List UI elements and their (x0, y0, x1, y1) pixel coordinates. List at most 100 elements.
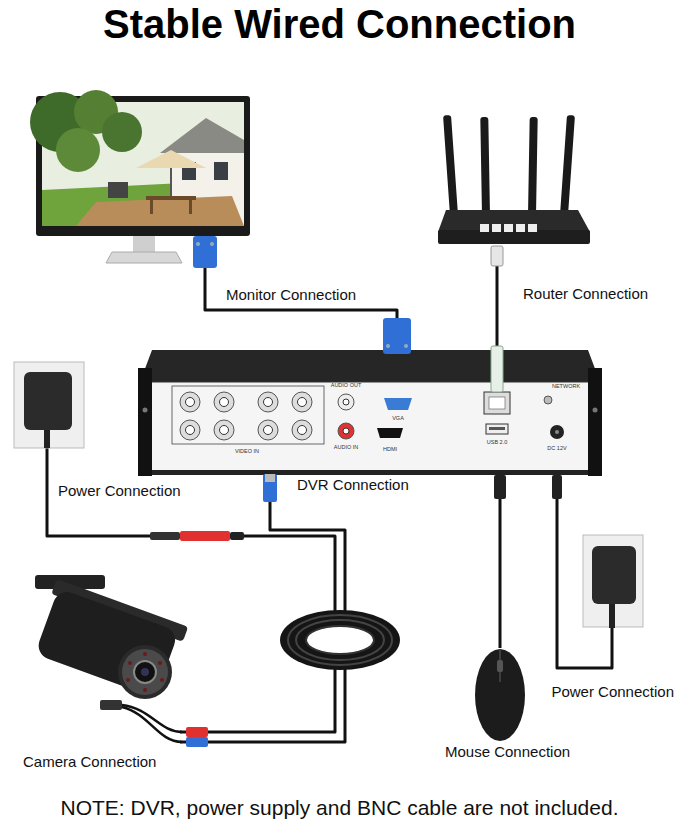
monitor (76, 196, 244, 226)
security-camera (126, 678, 130, 682)
diagram-title: Stable Wired Connection (0, 2, 679, 47)
monitor (193, 236, 217, 268)
dvr-recorder (484, 392, 510, 414)
dvr-recorder (555, 430, 559, 434)
security-camera (100, 700, 122, 710)
dvr-recorder (489, 397, 505, 409)
dvr-recorder (489, 427, 505, 430)
monitor (30, 90, 250, 268)
cable-plug (552, 475, 562, 499)
router (438, 210, 590, 232)
dvr-recorder (138, 368, 152, 476)
power-adapter (592, 546, 636, 604)
device-label: Camera Connection (23, 753, 156, 770)
dvr-recorder (550, 425, 564, 439)
bnc-port (298, 398, 307, 407)
security-camera (128, 661, 132, 665)
security-camera (122, 649, 168, 695)
port-label: USB 2.0 (487, 440, 507, 446)
cable-connector (47, 448, 335, 732)
device-node: Mouse Connection (474, 648, 526, 742)
cable-coil (296, 620, 384, 660)
dvr-recorder (143, 408, 148, 413)
cable-plug (150, 318, 562, 541)
port-label: HDMI (383, 447, 397, 453)
security-camera (143, 688, 147, 692)
device-label: Power Connection (551, 683, 674, 700)
dvr-recorder (588, 368, 602, 476)
cable-plug (404, 344, 408, 348)
bnc-port (180, 392, 312, 440)
port-label: AUDIO IN (334, 445, 358, 451)
router (480, 117, 490, 215)
cable-plug (180, 531, 230, 541)
monitor (196, 242, 200, 246)
bnc-port (264, 426, 273, 435)
cable-plug (491, 346, 503, 392)
router (528, 117, 538, 215)
power-adapter (14, 362, 643, 628)
power-adapter (44, 430, 50, 448)
cable-connector (499, 475, 502, 648)
bnc-port (258, 420, 278, 440)
port-label: DC 12V (547, 446, 566, 452)
dvr-recorder (343, 428, 349, 434)
security-camera (30, 575, 208, 747)
monitor (210, 242, 214, 246)
security-camera (158, 661, 162, 665)
monitor (189, 200, 192, 214)
dvr-recorder (343, 399, 349, 405)
cable-coil (306, 626, 374, 654)
port-label: NETWORK (552, 384, 580, 390)
router (504, 224, 513, 232)
port-label: AUDIO OUT (331, 383, 362, 389)
cable-plug (494, 475, 506, 499)
cable-coil (280, 610, 400, 670)
security-camera (134, 661, 156, 683)
cable-coil (280, 610, 400, 670)
bnc-port (220, 426, 229, 435)
dvr-recorder (384, 398, 412, 410)
monitor (106, 252, 182, 263)
device-node: VIDEO INAUDIO OUTAUDIO INVGAHDMINETWORKU… (138, 350, 602, 475)
bnc-port (186, 398, 195, 407)
dvr-recorder (544, 396, 552, 404)
bnc-port (214, 420, 234, 440)
cable-label: DVR Connection (295, 476, 411, 493)
power-adapter (14, 362, 84, 448)
monitor (136, 150, 206, 168)
bnc-port (264, 398, 273, 407)
power-adapter (24, 372, 72, 430)
security-camera (143, 652, 147, 656)
monitor (214, 162, 228, 180)
power-adapter (583, 535, 643, 627)
router (516, 224, 525, 232)
security-camera (186, 737, 208, 747)
security-camera (141, 668, 149, 676)
dvr-recorder (146, 382, 594, 472)
mouse (497, 660, 503, 672)
device-label: Power Connection (58, 482, 181, 499)
cable-connector (205, 265, 397, 350)
cable-plug (383, 318, 411, 354)
bnc-port (180, 420, 200, 440)
device-label: Router Connection (523, 285, 648, 302)
security-camera (30, 579, 188, 700)
cable-plug (150, 532, 180, 540)
monitor (146, 196, 196, 200)
dvr-recorder (338, 423, 354, 439)
bnc-port (220, 398, 229, 407)
cable-plug (263, 474, 277, 502)
cable-plug (386, 344, 390, 348)
dvr-recorder (593, 408, 598, 413)
bnc-port (292, 420, 312, 440)
dvr-recorder (338, 394, 354, 410)
security-camera (35, 588, 179, 698)
device-node: Monitor Connection (36, 96, 250, 265)
router (491, 246, 503, 266)
router (438, 230, 590, 244)
router (528, 224, 537, 232)
monitor (170, 168, 172, 198)
